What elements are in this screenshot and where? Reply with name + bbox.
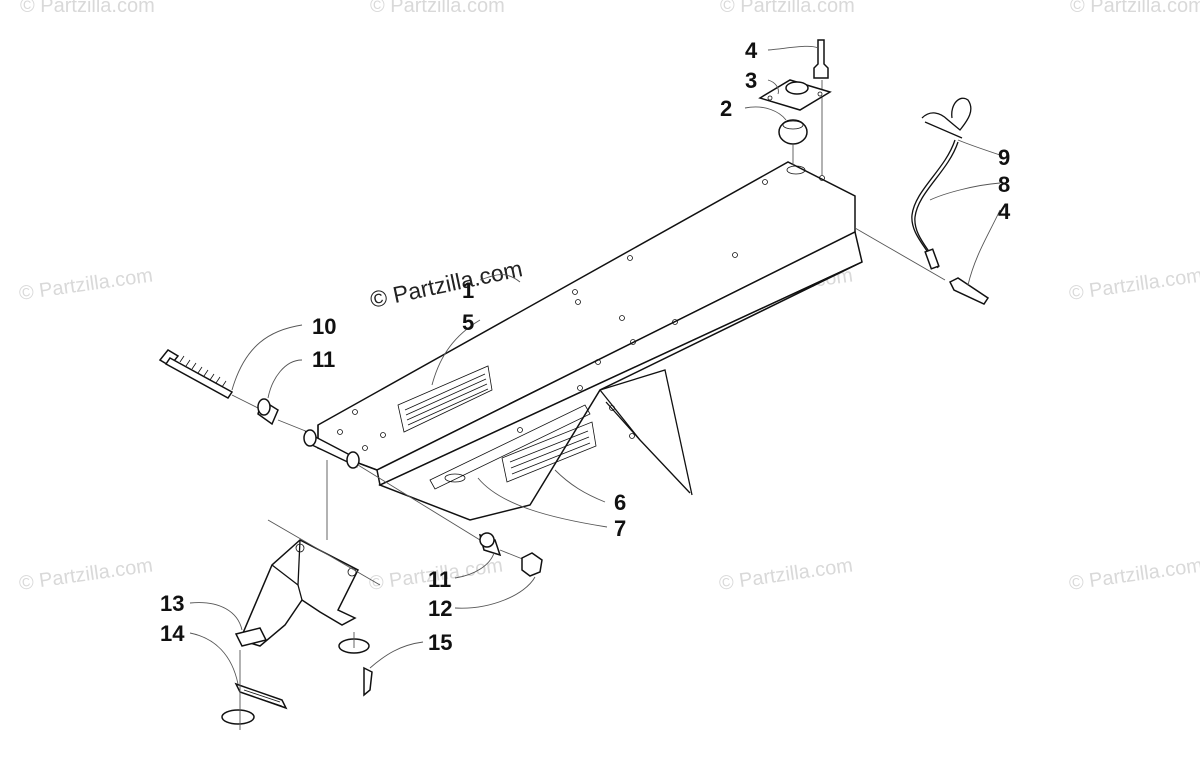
watermark: © Partzilla.com: [720, 0, 855, 17]
callout-2: 2: [720, 96, 732, 121]
watermark: © Partzilla.com: [18, 554, 155, 595]
callout-8: 8: [998, 172, 1010, 197]
bushing-part-11-left: [257, 398, 279, 426]
callout-12: 12: [428, 596, 452, 621]
rivet-part-15: [338, 632, 373, 697]
clip-part-9: [921, 97, 972, 139]
main-panel-part-1: [317, 161, 863, 521]
watermark: © Partzilla.com: [1068, 264, 1200, 305]
callout-5: 5: [462, 310, 474, 335]
nut-part-12: [521, 552, 543, 577]
foot-plate-part-14: [221, 650, 288, 730]
watermark: © Partzilla.com: [1070, 0, 1200, 17]
callout-4-top: 4: [745, 38, 758, 63]
lanyard-part-8: [911, 139, 959, 270]
pin-part-4-right: [854, 227, 990, 305]
callout-4-right: 4: [998, 199, 1011, 224]
bushing-part-11-right: [478, 532, 502, 557]
grommet-part-2: [778, 119, 808, 165]
main-watermark: © Partzilla.com: [368, 255, 525, 313]
callout-1: 1: [462, 278, 474, 303]
plate-part-3: [758, 79, 832, 111]
callout-leaders: [189, 45, 1001, 685]
stand-part-13: [234, 460, 381, 647]
pin-part-4-top: [813, 39, 829, 175]
callout-3: 3: [745, 68, 757, 93]
watermark: © Partzilla.com: [18, 264, 155, 305]
callout-14: 14: [160, 621, 185, 646]
callout-10: 10: [312, 314, 336, 339]
tube-assembly: [303, 429, 360, 469]
watermark: © Partzilla.com: [718, 554, 855, 595]
watermark: © Partzilla.com: [1068, 554, 1200, 595]
bolt-part-10: [158, 349, 263, 411]
callout-7: 7: [614, 516, 626, 541]
callout-11-left: 11: [312, 347, 335, 372]
callout-6: 6: [614, 490, 626, 515]
callout-9: 9: [998, 145, 1010, 170]
callout-15: 15: [428, 630, 452, 655]
callout-numbers: 4 3 2 9 8 4 1 5 6 7 10 11 11 12 13 14 15: [160, 38, 1011, 655]
callout-11-right: 11: [428, 567, 451, 592]
callout-13: 13: [160, 591, 184, 616]
watermark: © Partzilla.com: [20, 0, 155, 17]
watermark: © Partzilla.com: [370, 0, 505, 17]
